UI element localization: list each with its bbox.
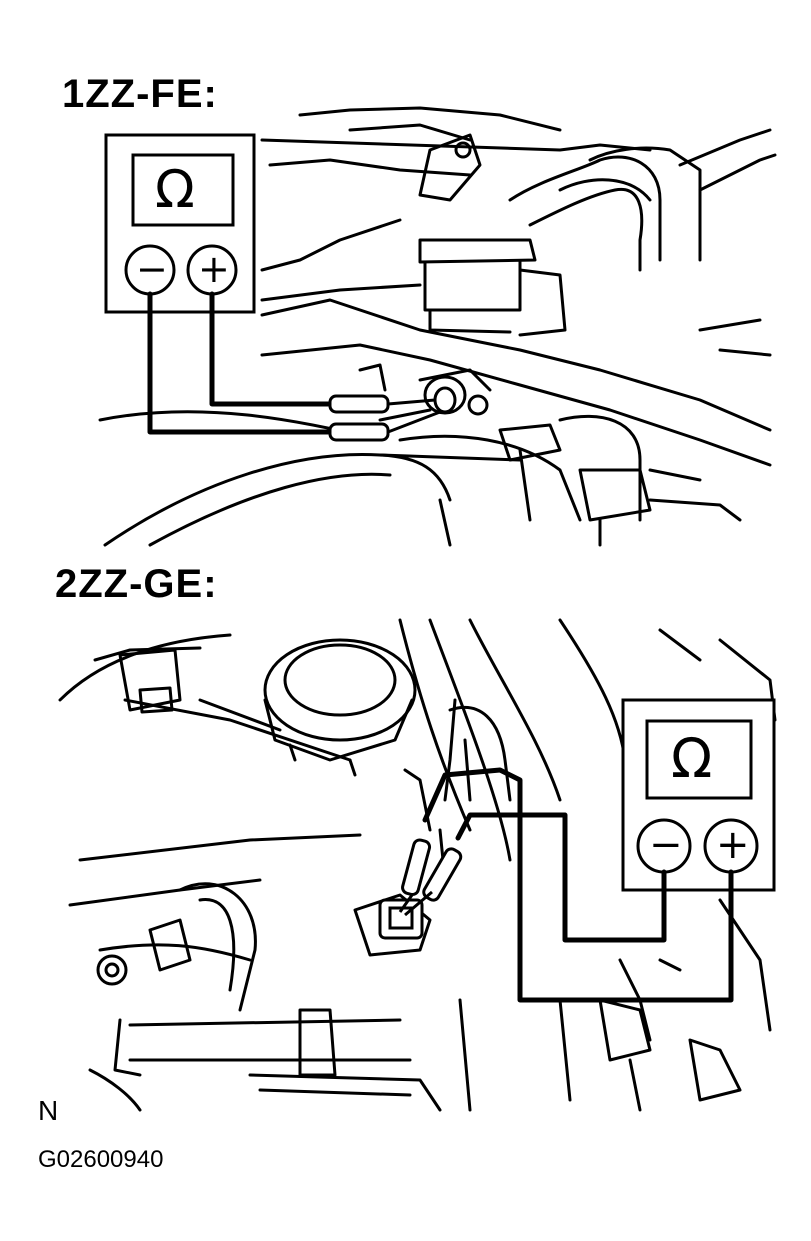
engine-illustration-1zz-fe [98, 106, 777, 547]
positive-terminal-2: + [716, 822, 750, 868]
ohm-symbol-2: Ω [671, 727, 713, 790]
ohm-symbol-1: Ω [155, 160, 195, 220]
positive-terminal-1: + [198, 247, 230, 291]
ohmmeter-2 [621, 698, 776, 892]
corner-mark: N [38, 1095, 59, 1126]
figure-code: G02600940 [38, 1146, 164, 1173]
ohmmeter-1 [104, 133, 256, 314]
engine-label-2zz-ge: 2ZZ-GE: [55, 562, 218, 606]
engine-label-1zz-fe: 1ZZ-FE: [62, 72, 218, 116]
negative-terminal-2: − [649, 822, 683, 868]
negative-terminal-1: − [136, 247, 168, 291]
